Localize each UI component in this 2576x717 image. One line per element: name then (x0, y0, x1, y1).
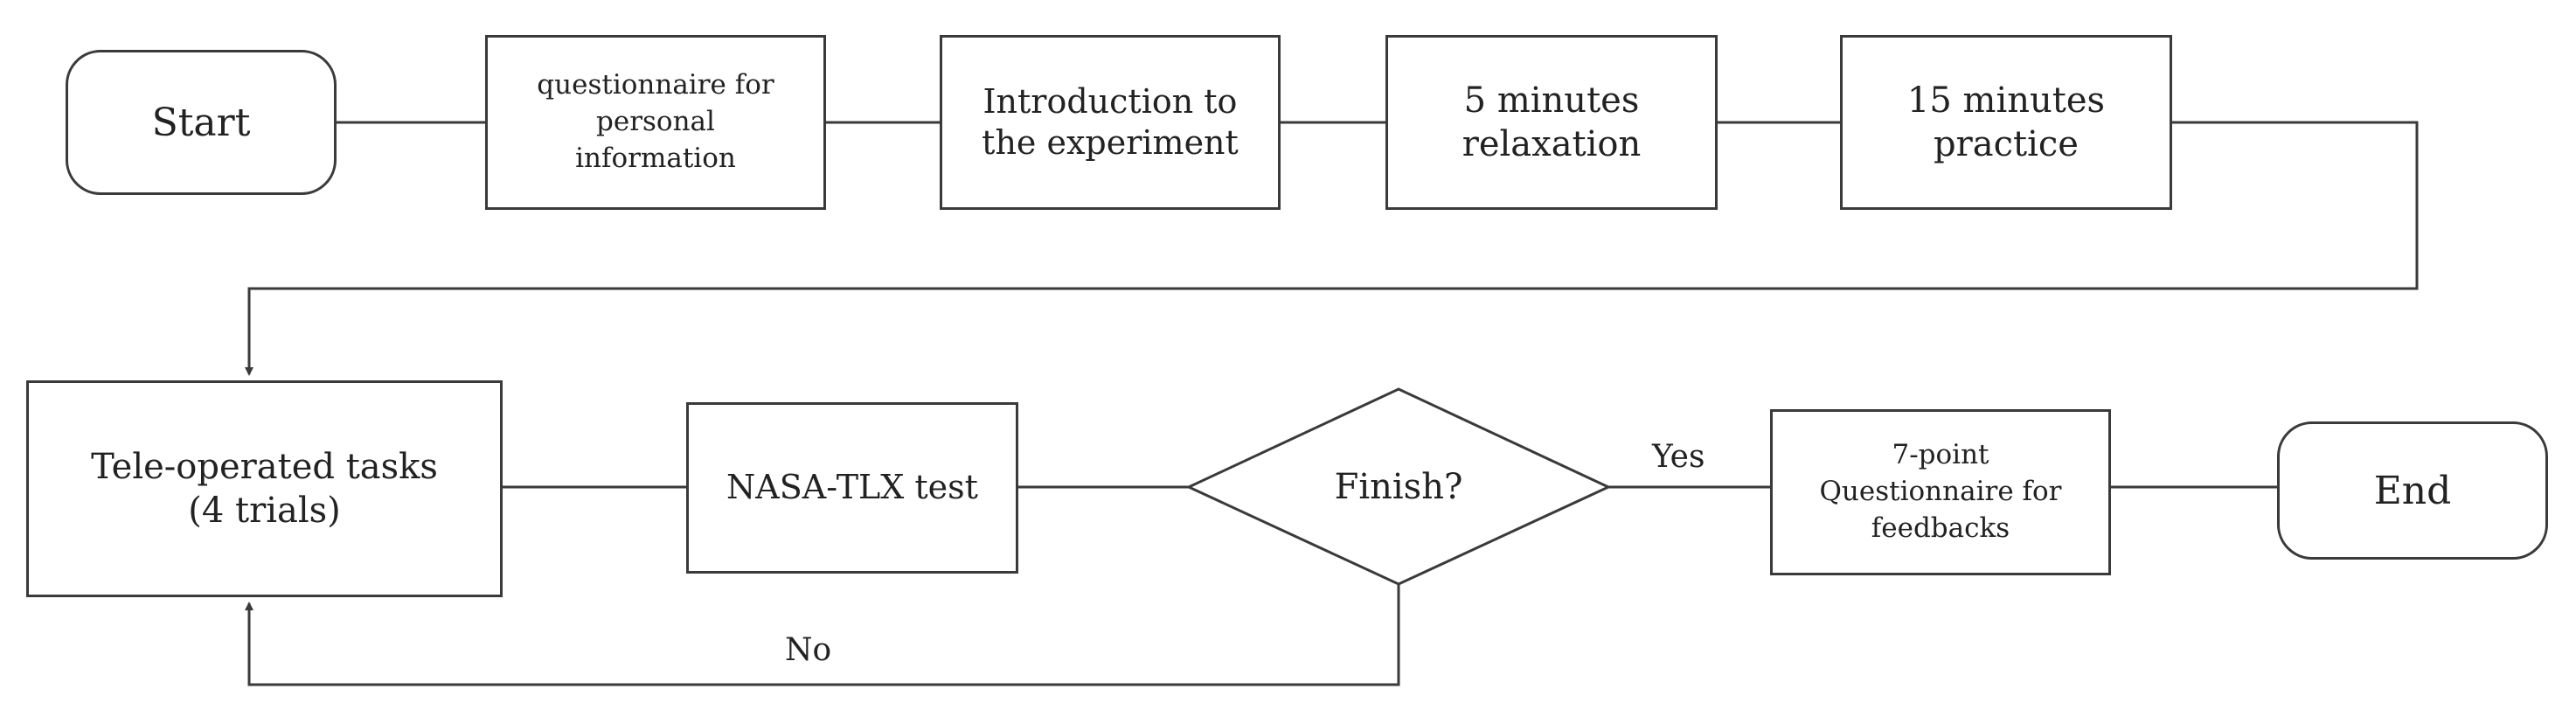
questionnaire-personal-node: questionnaire for personal information (485, 35, 826, 210)
practice-node: 15 minutes practice (1840, 35, 2172, 210)
edge-finish-no-loop (245, 584, 1400, 686)
end-label: End (2373, 468, 2452, 513)
yes-edge-label: Yes (1652, 439, 1705, 475)
finish-decision-label: Finish? (1241, 446, 1556, 528)
feedback-questionnaire-node: 7-point Questionnaire for feedbacks (1770, 409, 2111, 575)
relaxation-node: 5 minutes relaxation (1385, 35, 1718, 210)
relaxation-label: 5 minutes relaxation (1462, 80, 1642, 164)
nasa-tlx-node: NASA-TLX test (686, 402, 1018, 574)
introduction-label: Introduction to the experiment (982, 81, 1239, 163)
nasa-tlx-label: NASA-TLX test (726, 468, 978, 507)
edge-practice-to-teleoperated (245, 121, 2419, 376)
feedback-questionnaire-label: 7-point Questionnaire for feedbacks (1819, 439, 2062, 544)
start-node: Start (66, 50, 337, 195)
start-label: Start (151, 100, 251, 145)
teleoperated-label: Tele-operated tasks (4 trials) (91, 447, 438, 531)
no-edge-label: No (785, 632, 832, 668)
questionnaire-personal-label: questionnaire for personal information (537, 69, 774, 174)
finish-decision-shape (1185, 387, 1612, 586)
introduction-node: Introduction to the experiment (940, 35, 1281, 210)
end-node: End (2277, 421, 2548, 560)
practice-label: 15 minutes practice (1906, 80, 2106, 164)
teleoperated-node: Tele-operated tasks (4 trials) (26, 380, 503, 597)
finish-text: Finish? (1334, 467, 1463, 507)
